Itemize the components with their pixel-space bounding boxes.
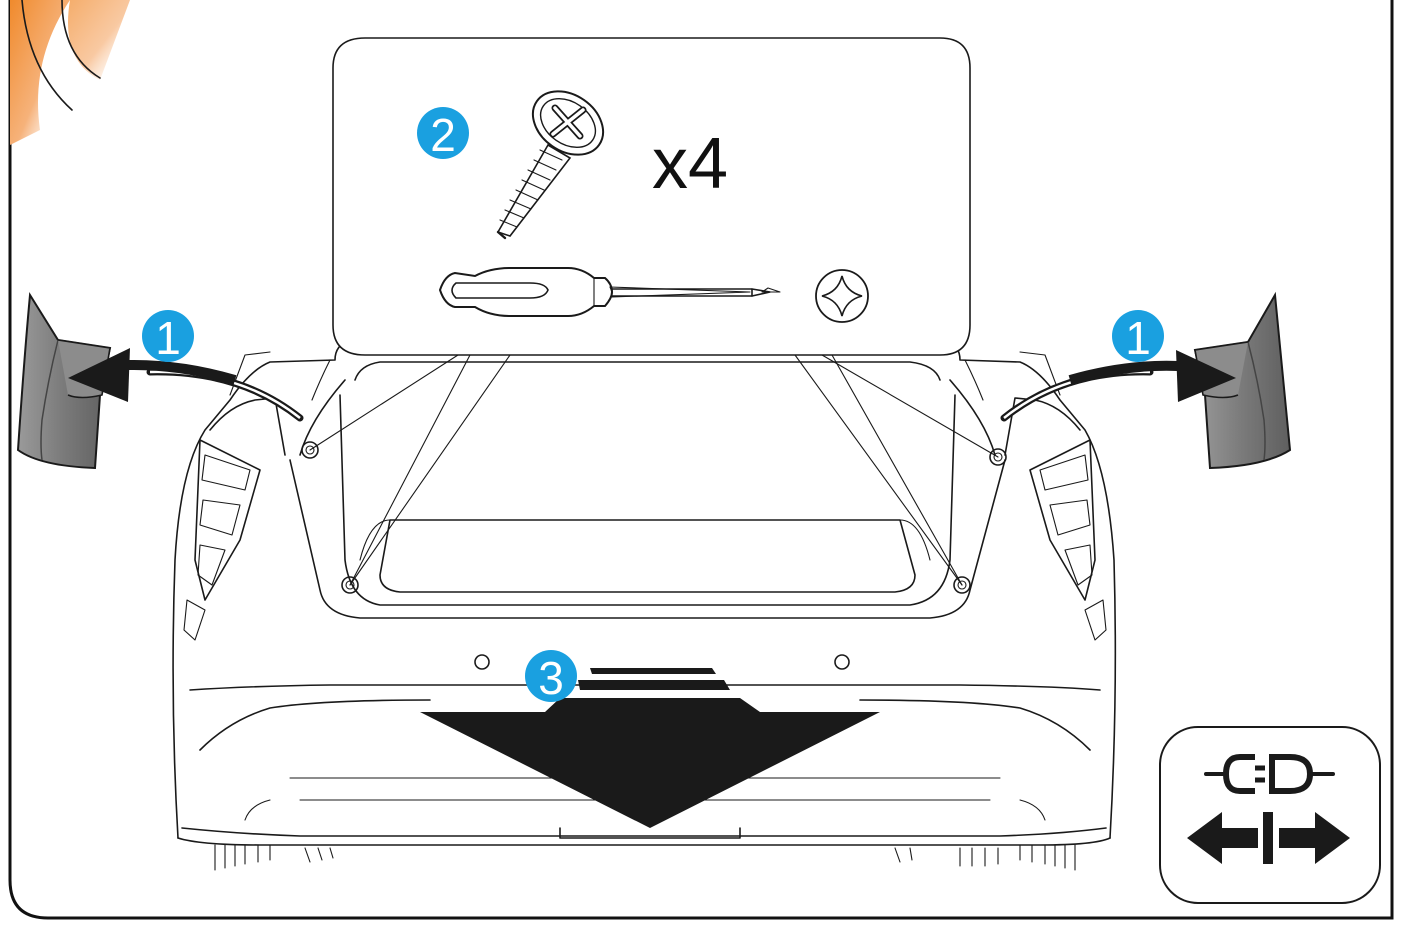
phillips-bit-icon xyxy=(815,269,869,323)
disconnect-arrows-icon xyxy=(1187,812,1350,864)
svg-text:1: 1 xyxy=(1125,312,1151,364)
corner-accent xyxy=(10,0,130,145)
phillips-screwdriver-icon xyxy=(438,267,781,317)
right-removal-arrow xyxy=(1000,350,1236,422)
page-frame xyxy=(8,0,1394,920)
screw-quantity: x4 xyxy=(652,124,728,204)
step-badge-1-left: 1 xyxy=(142,310,194,364)
tool-panel: x4 xyxy=(332,37,971,356)
svg-text:3: 3 xyxy=(538,652,564,704)
svg-text:2: 2 xyxy=(430,109,456,161)
disconnect-symbol-box xyxy=(1159,726,1381,904)
cross-head-screw-icon xyxy=(496,90,605,240)
step-badge-1-right: 1 xyxy=(1112,310,1164,364)
screw-leader-lines xyxy=(309,354,999,586)
step-badge-2: 2 xyxy=(417,107,469,161)
bumper-pull-arrow xyxy=(420,668,880,828)
step-badge-3: 3 xyxy=(525,650,577,704)
left-removal-arrow xyxy=(68,348,304,422)
electrical-plug-connector-icon xyxy=(1204,754,1335,794)
svg-text:1: 1 xyxy=(155,312,181,364)
